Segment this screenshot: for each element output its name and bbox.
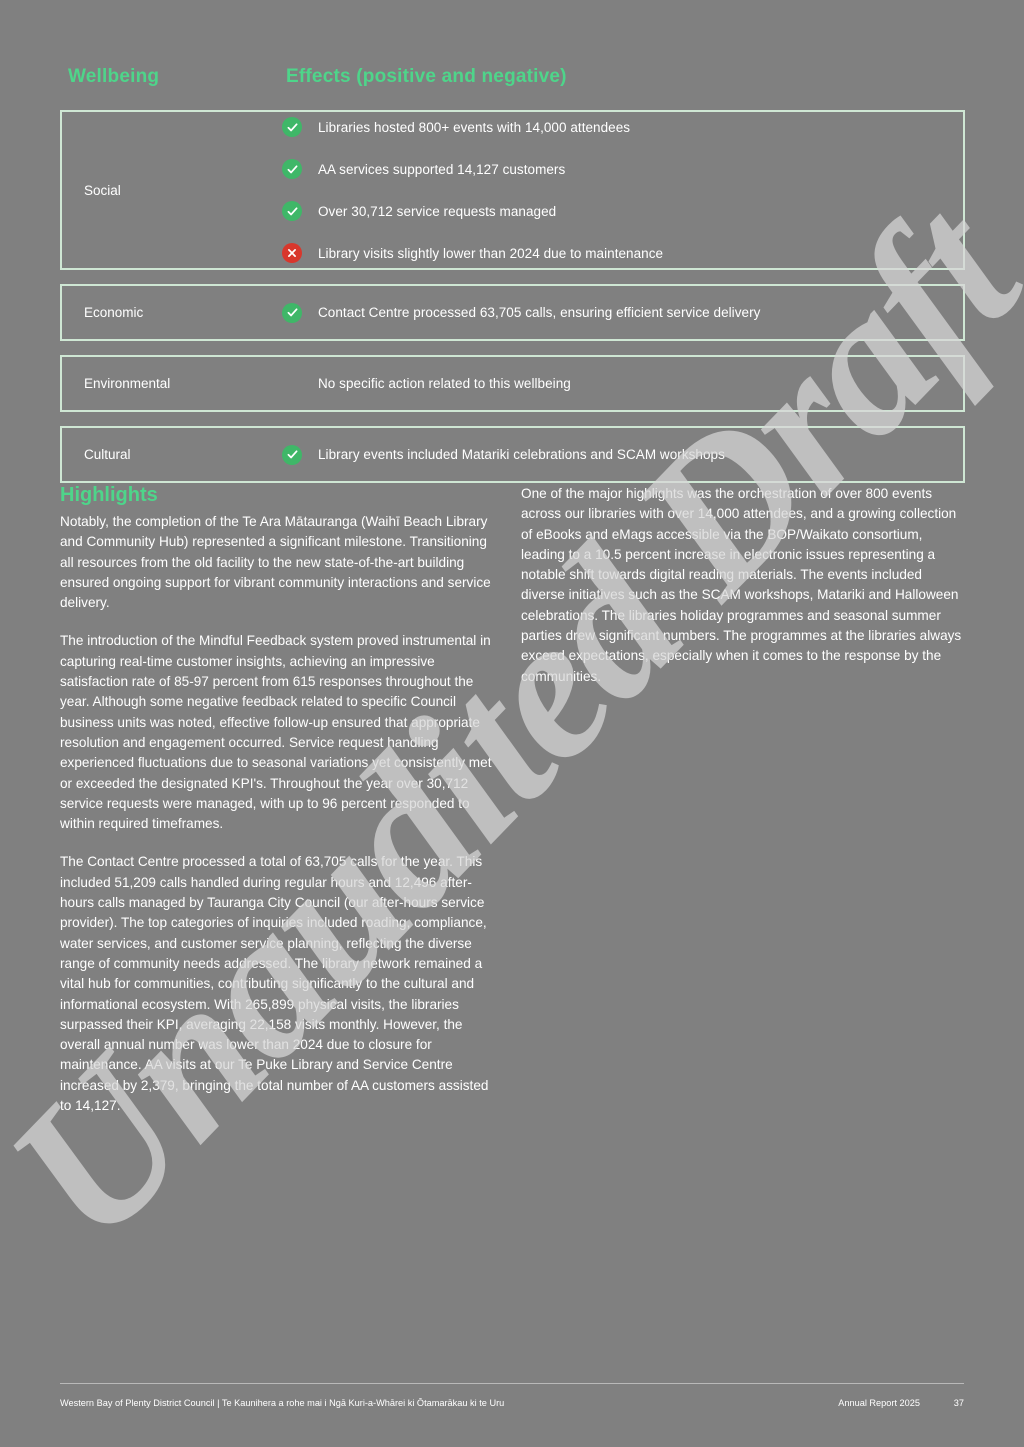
page-footer: Western Bay of Plenty District Council |…	[60, 1398, 964, 1408]
effect-text: Library visits slightly lower than 2024 …	[318, 245, 664, 261]
wellbeing-table-header: Wellbeing Effects (positive and negative…	[68, 66, 968, 88]
effect-text: Over 30,712 service requests managed	[318, 203, 557, 219]
wellbeing-row: Economic Contact Centre processed 63,705 …	[60, 284, 965, 341]
check-circle-icon	[282, 302, 318, 323]
highlights-paragraph: The Contact Centre processed a total of …	[60, 854, 489, 1114]
wellbeing-effects: No specific action related to this wellb…	[282, 363, 963, 405]
wellbeing-row: Environmental No specific action related …	[60, 355, 965, 412]
effect-item: AA services supported 14,127 customers	[282, 148, 963, 190]
check-circle-icon	[282, 444, 318, 465]
wellbeing-effects: Libraries hosted 800+ events with 14,000…	[282, 100, 963, 280]
effect-item: No specific action related to this wellb…	[282, 363, 963, 405]
effect-item: Library events included Matariki celebra…	[282, 434, 963, 476]
effect-text: Library events included Matariki celebra…	[318, 447, 725, 462]
check-circle-icon	[282, 117, 318, 137]
footer-divider	[60, 1383, 964, 1384]
wellbeing-row: Social Libraries hosted 800+ events with …	[60, 110, 965, 270]
effect-item: Libraries hosted 800+ events with 14,000…	[282, 106, 963, 148]
footer-organisation: Western Bay of Plenty District Council |…	[60, 1398, 505, 1408]
highlights-paragraph: The introduction of the Mindful Feedback…	[60, 633, 492, 832]
effect-item: Contact Centre processed 63,705 calls, e…	[282, 292, 963, 334]
wellbeing-effects: Contact Centre processed 63,705 calls, e…	[282, 292, 963, 334]
cross-circle-icon	[282, 243, 318, 263]
wellbeing-row: Cultural Library events included Matariki…	[60, 426, 965, 483]
highlights-paragraph: One of the major highlights was the orch…	[521, 486, 962, 684]
wellbeing-effects: Library events included Matariki celebra…	[282, 434, 963, 476]
column-header-effects: Effects (positive and negative)	[286, 66, 567, 87]
effect-item: Library visits slightly lower than 2024 …	[282, 232, 963, 274]
check-circle-icon	[282, 159, 318, 179]
highlights-right-column: One of the major highlights was the orch…	[521, 484, 964, 705]
wellbeing-label: Environmental	[84, 376, 171, 391]
highlights-paragraph: Notably, the completion of the Te Ara Mā…	[60, 514, 491, 611]
wellbeing-label: Economic	[84, 305, 144, 320]
footer-page-number: 37	[953, 1398, 964, 1408]
wellbeing-table: Social Libraries hosted 800+ events with …	[60, 110, 965, 497]
wellbeing-label: Social	[84, 182, 121, 198]
highlights-heading: Highlights	[60, 484, 158, 506]
column-header-wellbeing: Wellbeing	[68, 66, 160, 87]
effect-item: Over 30,712 service requests managed	[282, 190, 963, 232]
wellbeing-label: Cultural	[84, 447, 131, 462]
footer-meta: Annual Report 2025 37	[838, 1398, 964, 1408]
check-circle-icon	[282, 201, 318, 221]
effect-text: Contact Centre processed 63,705 calls, e…	[318, 305, 761, 320]
highlights-left-column: Notably, the completion of the Te Ara Mā…	[60, 512, 500, 1134]
effect-text: AA services supported 14,127 customers	[318, 161, 566, 177]
footer-report-title: Annual Report 2025	[838, 1398, 920, 1408]
effect-text: No specific action related to this wellb…	[318, 376, 571, 391]
effect-text: Libraries hosted 800+ events with 14,000…	[318, 119, 631, 135]
